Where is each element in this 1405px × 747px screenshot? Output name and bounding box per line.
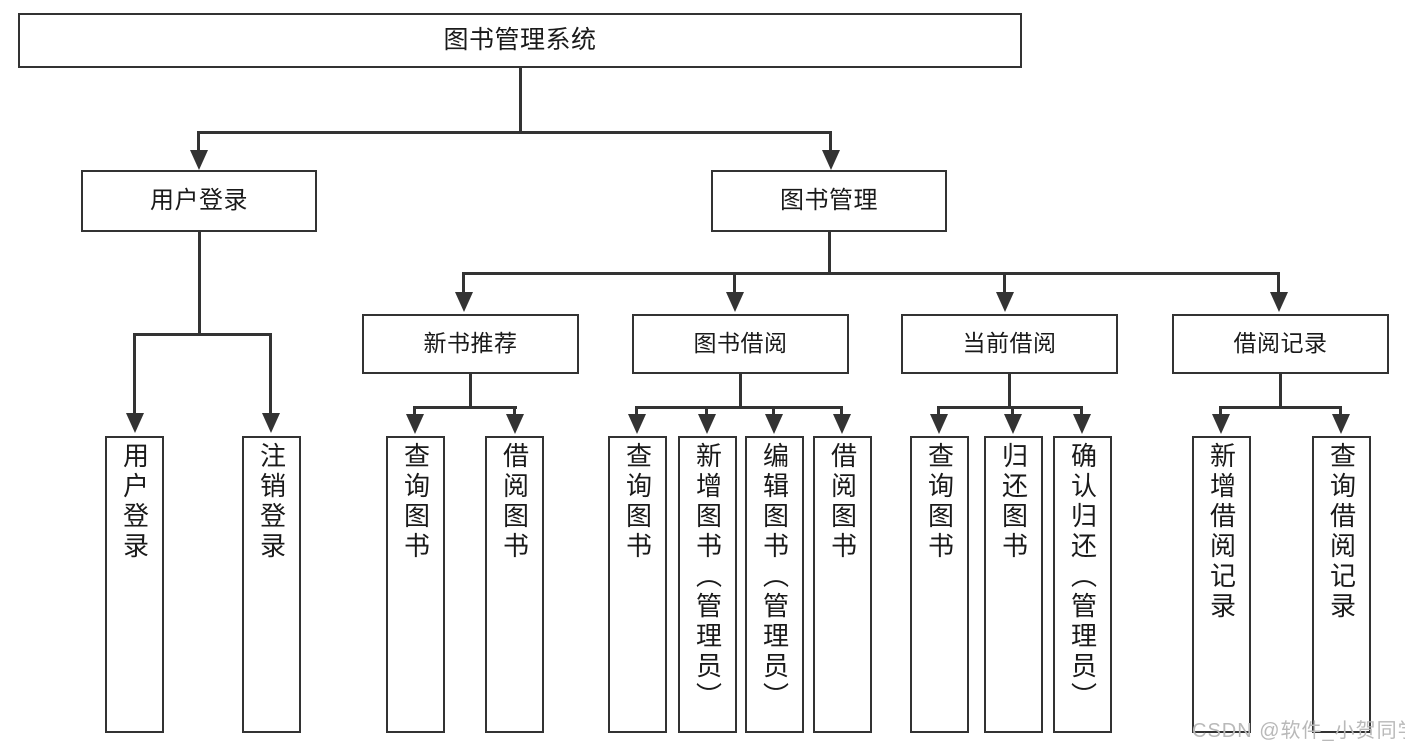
node-label: 用户登录 — [150, 186, 248, 214]
node-label: 新增借阅记录 — [1206, 442, 1237, 622]
edge-book-manage-fanbar — [462, 272, 1280, 275]
node-current-borrow[interactable]: 当前借阅 — [901, 314, 1118, 374]
node-leaf-user-logout[interactable]: 注销登录 — [242, 436, 301, 733]
node-leaf-add-record[interactable]: 新增借阅记录 — [1192, 436, 1251, 733]
edge-root-fanbar — [197, 131, 831, 134]
edge-bb-to-leaf4 — [840, 406, 843, 418]
arrow-bm-to-borrow-record — [1270, 292, 1288, 312]
node-label: 用户登录 — [119, 442, 150, 562]
edge-br-to-leaf1 — [1219, 406, 1222, 418]
node-label: 注销登录 — [256, 442, 287, 562]
edge-cb-to-leaf1 — [937, 406, 940, 418]
node-label: 借阅图书 — [499, 442, 530, 562]
node-label: 当前借阅 — [962, 330, 1057, 357]
arrow-br-to-leaf2 — [1332, 414, 1350, 434]
edge-nbr-to-leaf2 — [513, 406, 516, 418]
edge-cb-to-leaf3 — [1080, 406, 1083, 418]
node-label: 新书推荐 — [423, 330, 518, 357]
edge-book-borrow-stem — [739, 374, 742, 408]
node-borrow-record[interactable]: 借阅记录 — [1172, 314, 1389, 374]
arrow-nbr-to-leaf1 — [406, 414, 424, 434]
node-book-borrow[interactable]: 图书借阅 — [632, 314, 849, 374]
node-label: 查询借阅记录 — [1326, 442, 1357, 622]
node-leaf-query-book-3[interactable]: 查询图书 — [910, 436, 969, 733]
edge-user-login-stem — [198, 232, 201, 335]
arrow-root-to-user-login — [190, 150, 208, 170]
node-label: 借阅图书 — [827, 442, 858, 562]
arrow-bb-to-leaf2 — [698, 414, 716, 434]
edge-book-manage-stem — [828, 232, 831, 274]
node-user-login[interactable]: 用户登录 — [81, 170, 317, 232]
watermark-text: CSDN @软件_小贺同学 — [1192, 720, 1405, 742]
arrow-user-login-to-leaf2 — [262, 413, 280, 433]
node-label: 编辑图书（管理员） — [759, 442, 790, 712]
edge-bb-to-leaf3 — [772, 406, 775, 418]
node-label: 借阅记录 — [1233, 330, 1328, 357]
edge-current-borrow-fanbar — [937, 406, 1083, 409]
edge-borrow-record-stem — [1279, 374, 1282, 408]
arrow-bm-to-book-borrow — [726, 292, 744, 312]
edge-bm-to-book-borrow — [733, 272, 736, 294]
arrow-root-to-book-manage — [822, 150, 840, 170]
edge-user-login-fanbar — [133, 333, 272, 336]
node-leaf-query-book-2[interactable]: 查询图书 — [608, 436, 667, 733]
edge-cb-to-leaf2 — [1011, 406, 1014, 418]
edge-bm-to-current-borrow — [1003, 272, 1006, 294]
arrow-cb-to-leaf1 — [930, 414, 948, 434]
edge-bb-to-leaf1 — [635, 406, 638, 418]
node-leaf-borrow-book-1[interactable]: 借阅图书 — [485, 436, 544, 733]
node-label: 确认归还（管理员） — [1067, 442, 1098, 712]
node-leaf-edit-book[interactable]: 编辑图书（管理员） — [745, 436, 804, 733]
node-leaf-user-login[interactable]: 用户登录 — [105, 436, 164, 733]
arrow-bb-to-leaf3 — [765, 414, 783, 434]
node-leaf-borrow-book-2[interactable]: 借阅图书 — [813, 436, 872, 733]
arrow-user-login-to-leaf1 — [126, 413, 144, 433]
node-leaf-query-record[interactable]: 查询借阅记录 — [1312, 436, 1371, 733]
edge-root-to-user-login — [197, 131, 200, 153]
node-label: 查询图书 — [622, 442, 653, 562]
edge-book-borrow-fanbar — [635, 406, 843, 409]
arrow-nbr-to-leaf2 — [506, 414, 524, 434]
edge-bb-to-leaf2 — [705, 406, 708, 418]
node-leaf-confirm-return[interactable]: 确认归还（管理员） — [1053, 436, 1112, 733]
edge-root-to-book-manage — [829, 131, 832, 153]
edge-current-borrow-stem — [1008, 374, 1011, 408]
edge-new-book-rec-stem — [469, 374, 472, 408]
edge-root-stem — [519, 68, 522, 131]
edge-new-book-rec-fanbar — [413, 406, 517, 409]
edge-borrow-record-fanbar — [1219, 406, 1342, 409]
node-label: 图书管理系统 — [443, 25, 597, 54]
node-leaf-return-book[interactable]: 归还图书 — [984, 436, 1043, 733]
node-label: 查询图书 — [924, 442, 955, 562]
arrow-bb-to-leaf1 — [628, 414, 646, 434]
node-new-book-rec[interactable]: 新书推荐 — [362, 314, 579, 374]
arrow-bm-to-current-borrow — [996, 292, 1014, 312]
edge-user-login-to-leaf2 — [269, 333, 272, 415]
node-book-manage[interactable]: 图书管理 — [711, 170, 947, 232]
node-label: 查询图书 — [400, 442, 431, 562]
edge-bm-to-borrow-record — [1277, 272, 1280, 294]
node-label: 归还图书 — [998, 442, 1029, 562]
edge-nbr-to-leaf1 — [413, 406, 416, 418]
arrow-br-to-leaf1 — [1212, 414, 1230, 434]
node-label: 新增图书（管理员） — [692, 442, 723, 712]
node-root-system[interactable]: 图书管理系统 — [18, 13, 1022, 68]
node-label: 图书管理 — [780, 186, 878, 214]
arrow-cb-to-leaf2 — [1004, 414, 1022, 434]
arrow-cb-to-leaf3 — [1073, 414, 1091, 434]
arrow-bb-to-leaf4 — [833, 414, 851, 434]
node-leaf-query-book-1[interactable]: 查询图书 — [386, 436, 445, 733]
node-leaf-add-book[interactable]: 新增图书（管理员） — [678, 436, 737, 733]
node-label: 图书借阅 — [693, 330, 788, 357]
edge-bm-to-new-book-rec — [462, 272, 465, 294]
arrow-bm-to-new-book-rec — [455, 292, 473, 312]
edge-user-login-to-leaf1 — [133, 333, 136, 415]
edge-br-to-leaf2 — [1339, 406, 1342, 418]
